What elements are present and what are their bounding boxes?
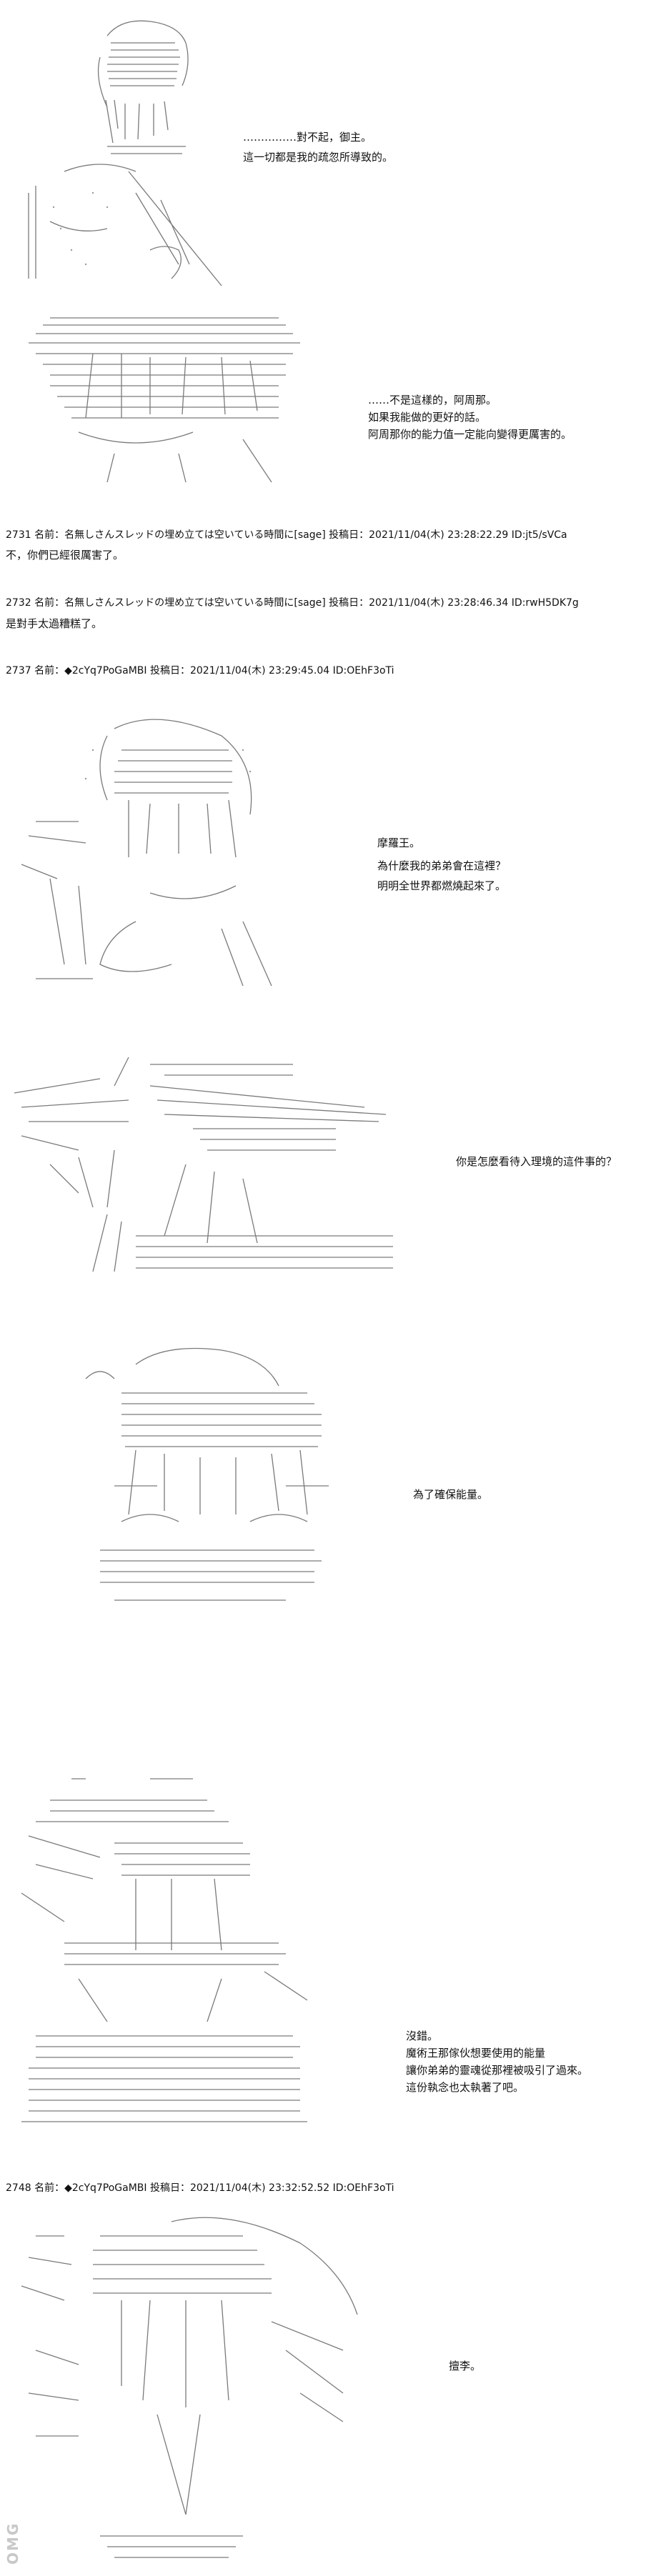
dialogue-line: 魔術王那傢伙想要使用的能量	[406, 2047, 546, 2060]
dialogue-line: 沒錯。	[406, 2030, 439, 2042]
ascii-art-panel-2	[7, 304, 350, 489]
dialogue-panel-7: 擅李。	[449, 2357, 481, 2375]
dialogue-line: 這份執念也太執著了吧。	[406, 2081, 525, 2094]
ascii-art-panel-1	[21, 14, 257, 289]
post-header-2748: 2748 名前：◆2cYq7PoGaMBI 投稿日：2021/11/04(木) …	[6, 2182, 394, 2194]
watermark-text: OMG	[4, 2522, 21, 2565]
dialogue-line: ……不是這樣的，阿周那。	[368, 394, 497, 406]
watermark-logo: OMG	[3, 2465, 21, 2565]
ascii-art-figure-4	[14, 1057, 393, 1272]
dialogue-line: 如果我能做的更好的話。	[368, 411, 487, 424]
ascii-art-panel-3	[7, 707, 307, 1007]
ascii-art-panel-6	[7, 1764, 343, 2150]
ascii-art-figure-7	[21, 2217, 358, 2558]
dialogue-line: 為了確保能量。	[413, 1488, 489, 1501]
ascii-art-figure-3	[21, 719, 272, 987]
post-header-2732: 2732 名前：名無しさんスレッドの埋め立ては空いている時間に[sage] 投稿…	[6, 597, 579, 609]
dialogue-line: 阿周那你的能力值一定能向變得更厲害的。	[368, 428, 572, 441]
ascii-art-panel-7	[14, 2207, 372, 2572]
dialogue-line: 讓你弟弟的靈魂從那裡被吸引了過來。	[406, 2064, 589, 2077]
dialogue-line: ……………對不起，御主。	[243, 131, 372, 144]
post-header-2731: 2731 名前：名無しさんスレッドの埋め立ては空いている時間に[sage] 投稿…	[6, 529, 567, 541]
dialogue-panel-6: 沒錯。 魔術王那傢伙想要使用的能量 讓你弟弟的靈魂從那裡被吸引了過來。 這份執念…	[406, 2027, 588, 2096]
dialogue-panel-2: ……不是這樣的，阿周那。 如果我能做的更好的話。 阿周那你的能力值一定能向變得更…	[368, 391, 572, 443]
dialogue-panel-4: 你是怎麼看待入理境的這件事的？	[456, 1153, 617, 1170]
dialogue-line: 摩羅王。	[377, 837, 421, 849]
dialogue-panel-1: ……………對不起，御主。 這一切都是我的疏忽所導致的。	[243, 129, 393, 166]
dialogue-panel-5: 為了確保能量。	[413, 1486, 488, 1503]
ascii-art-panel-5	[71, 1336, 372, 1622]
dialogue-panel-3: 摩羅王。 為什麼我的弟弟會在這裡？ 明明全世界都燃燒起來了。	[377, 834, 506, 894]
ascii-art-figure-1	[28, 20, 222, 286]
dialogue-line: 為什麼我的弟弟會在這裡？	[377, 859, 507, 872]
dialogue-line: 擅李。	[449, 2360, 482, 2372]
ascii-art-figure-6	[21, 1778, 308, 2122]
post-header-2737: 2737 名前：◆2cYq7PoGaMBI 投稿日：2021/11/04(木) …	[6, 665, 394, 677]
ascii-art-figure-5	[85, 1347, 329, 1601]
dialogue-line: 你是怎麼看待入理境的這件事的？	[456, 1155, 617, 1168]
ascii-art-panel-4	[7, 1050, 407, 1286]
dialogue-line: 這一切都是我的疏忽所導致的。	[243, 151, 394, 164]
ascii-art-figure-2	[29, 317, 300, 483]
post-body-2732: 是對手太過糟糕了。	[6, 617, 103, 630]
post-body-2731: 不，你們已經很厲害了。	[6, 549, 124, 561]
dialogue-line: 明明全世界都燃燒起來了。	[377, 879, 507, 892]
